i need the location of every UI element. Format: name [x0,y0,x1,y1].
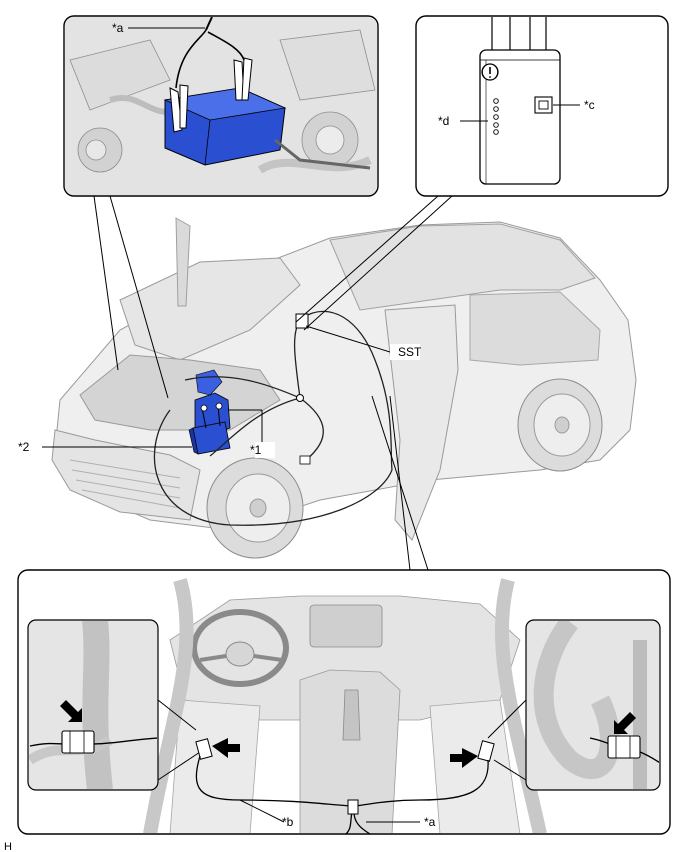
grille-lines [69,459,181,509]
square-button-icon [534,96,553,114]
pointer-arrow-icon [450,748,478,768]
steering-wheel [191,609,289,687]
left-connector-detail [27,619,159,791]
floor-connectors [195,738,495,768]
pointer-arrow-icon [60,700,82,722]
a-pillar-right [494,578,547,833]
label-1: *1 [250,443,262,457]
rear-window [469,291,601,366]
center-display [309,604,383,648]
sst-connector [295,313,309,329]
status-led-column [493,98,499,135]
corner-mark: H [4,841,12,852]
engine-bay [79,354,281,431]
open-driver-door [384,304,459,541]
label-a-bottom: *a [424,815,436,829]
sst-device-inset: *d *c [415,15,669,197]
harness-connector [299,455,311,465]
cable-junction-box [347,799,359,815]
pointer-arrow-icon [212,738,240,758]
cable-junction [296,394,304,402]
label-c: *c [584,98,595,112]
right-connector-detail [525,619,661,791]
label-a-top: *a [112,21,124,35]
raised-hood [119,257,301,361]
sst-device [479,17,561,185]
detail-leader-lines [157,699,527,781]
passenger-floor [429,699,521,833]
dashboard [143,578,547,833]
pointer-arrow-icon [614,712,636,734]
charger-clamps [169,57,253,133]
hood-stay [175,217,191,307]
interior-inset: *b *a [17,569,671,835]
harness-connector-right [607,735,641,759]
car-roof [329,223,596,311]
engine-parts [69,29,376,174]
exclamation-in-circle-icon [481,63,499,81]
label-2: *2 [18,440,30,454]
vehicle-illustration [51,217,637,559]
shift-lever [342,689,361,741]
callouts-main: *1 *2 SST [18,325,422,458]
front-bumper [51,429,201,521]
battery-block [163,87,287,166]
battery-clamp-inset: *a [63,15,379,197]
front-wheel [206,457,304,559]
label-sst: SST [398,345,422,359]
center-console [299,669,401,833]
rear-wheel [517,378,603,472]
label-d: *d [438,114,449,128]
label-b: *b [282,815,294,829]
inset-leader-lines [93,195,453,571]
a-pillar-left [143,578,194,833]
harness-connector-left [61,730,95,754]
